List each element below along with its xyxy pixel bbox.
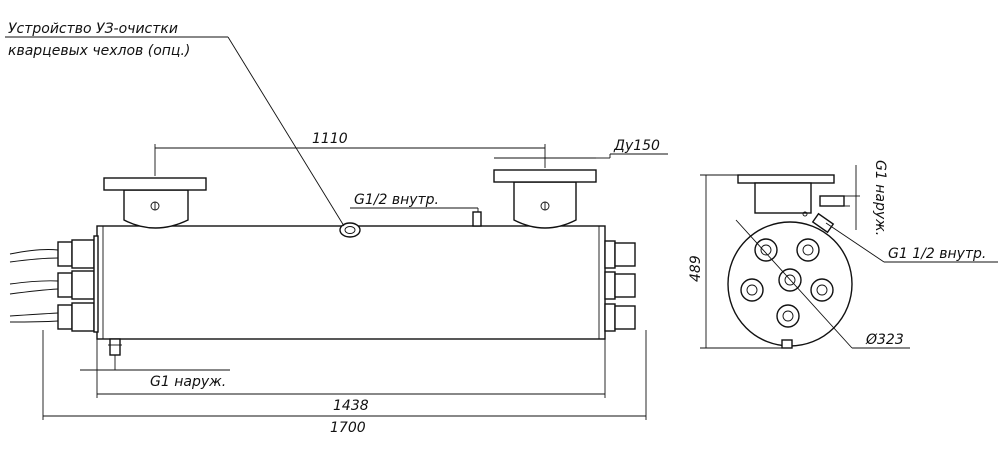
dim-dn150 (494, 153, 668, 159)
g112-leader (825, 222, 998, 263)
inlet-flange (103, 177, 207, 229)
g1-bottom-leader (80, 355, 230, 371)
g12-leader (350, 207, 479, 212)
diameter-leader (735, 219, 910, 349)
left-lamp-connectors (9, 235, 99, 333)
flange-dn-label: Ду150 (613, 138, 660, 154)
inner-thread-side-label: G1 1/2 внутр. (888, 246, 986, 262)
body-length-label: 1438 (333, 398, 369, 414)
inner-thread-label: G1/2 внутр. (354, 192, 439, 208)
drain-fitting (108, 338, 122, 356)
right-lamp-connectors (604, 240, 636, 332)
total-length-label: 1700 (330, 420, 366, 436)
flange-spacing-label: 1110 (312, 131, 348, 147)
g1-side-leader (850, 165, 860, 230)
dim-489 (700, 174, 782, 349)
height-label: 489 (688, 255, 704, 282)
cleaning-device-label-2: кварцевых чехлов (опц.) (8, 43, 190, 59)
reactor-body (96, 225, 606, 340)
dim-1700 (42, 330, 647, 420)
outer-thread-side-label: G1 наруж. (872, 160, 888, 236)
dim-1438 (96, 339, 606, 398)
outlet-flange (493, 169, 597, 229)
outer-thread-bottom-label: G1 наруж. (150, 374, 226, 390)
cleaning-device-label-1: Устройство УЗ-очистки (8, 21, 178, 37)
cleaning-device-port (339, 222, 361, 238)
g12-fitting (470, 211, 484, 227)
cleaning-device-leader (5, 36, 345, 227)
diameter-label: Ø323 (865, 332, 904, 348)
side-view (727, 174, 853, 349)
dim-1110 (154, 144, 546, 176)
